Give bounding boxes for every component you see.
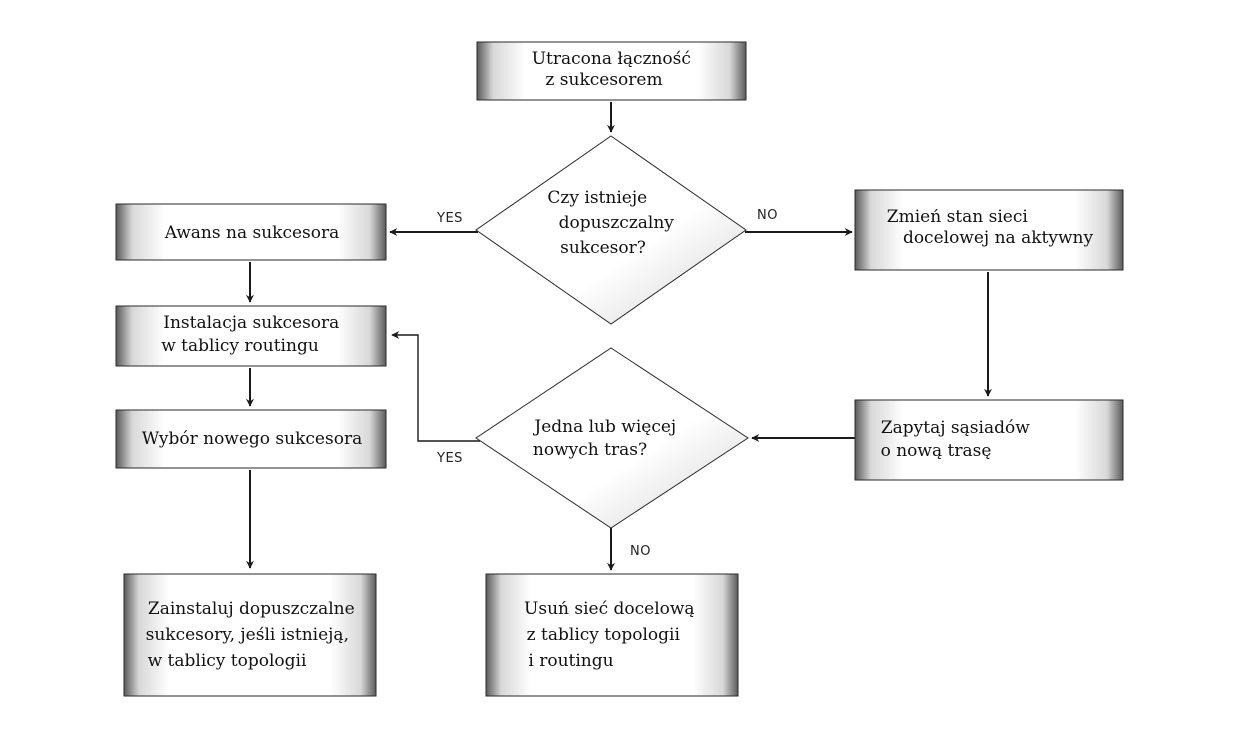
- node-text: Zmień stan sieci docelowej na aktywny: [887, 207, 1094, 248]
- node-remove-network: Usuń sieć docelową z tablicy topologii i…: [485, 573, 739, 697]
- node-text: Wybór nowego sukcesora: [142, 429, 362, 449]
- node-text: Utracona łączność z sukcesorem: [532, 49, 697, 90]
- edge-label-routes-yes: YES: [436, 451, 463, 466]
- node-text: Jedna lub więcej nowych tras?: [532, 417, 681, 460]
- box-shape: [485, 573, 739, 697]
- box-shape: [115, 305, 387, 367]
- connectors: [246, 102, 992, 571]
- edge-routes-yes: [391, 331, 480, 442]
- node-text: Usuń sieć docelową z tablicy topologii i…: [524, 599, 700, 671]
- node-line: Czy istnieje: [547, 188, 647, 208]
- node-set-active: Zmień stan sieci docelowej na aktywny: [854, 189, 1124, 271]
- node-line: Jedna lub więcej: [532, 417, 676, 437]
- node-line: i routingu: [528, 651, 613, 671]
- node-lost-connectivity: Utracona łączność z sukcesorem: [476, 41, 747, 101]
- node-install-routing: Instalacja sukcesora w tablicy routingu: [115, 305, 387, 367]
- diamond-shape: [475, 135, 747, 325]
- node-text: Czy istnieje dopuszczalny sukcesor?: [547, 188, 679, 258]
- diamond-shape: [475, 347, 749, 529]
- box-shape: [123, 573, 377, 697]
- node-line: w tablicy routingu: [161, 336, 319, 356]
- node-line: w tablicy topologii: [148, 651, 307, 671]
- node-install-topology: Zainstaluj dopuszczalne sukcesory, jeśli…: [123, 573, 377, 697]
- node-line: sukcesory, jeśli istnieją,: [146, 625, 349, 645]
- node-text: Zapytaj sąsiadów o nową trasę: [881, 418, 1036, 461]
- node-line: Wybór nowego sukcesora: [142, 429, 362, 449]
- node-line: sukcesor?: [560, 238, 646, 258]
- box-shape: [476, 41, 747, 101]
- node-query-neighbors: Zapytaj sąsiadów o nową trasę: [854, 399, 1124, 481]
- node-line: z sukcesorem: [545, 70, 662, 90]
- node-text: Zainstaluj dopuszczalne sukcesory, jeśli…: [146, 599, 360, 671]
- node-line: z tablicy topologii: [527, 625, 681, 645]
- node-line: docelowej na aktywny: [903, 228, 1094, 248]
- node-line: nowych tras?: [533, 440, 647, 460]
- node-text: Awans na sukcesora: [164, 223, 340, 243]
- node-line: Zapytaj sąsiadów: [881, 418, 1030, 438]
- edge-labels: YES NO YES NO: [436, 208, 778, 559]
- decision-new-routes: Jedna lub więcej nowych tras?: [475, 347, 749, 529]
- box-shape: [115, 409, 387, 469]
- box-shape: [854, 189, 1124, 271]
- edge-label-feasible-yes: YES: [436, 211, 463, 226]
- node-line: o nową trasę: [881, 441, 992, 461]
- node-line: Zainstaluj dopuszczalne: [148, 599, 355, 619]
- edge-label-feasible-no: NO: [757, 208, 778, 223]
- edge-label-routes-no: NO: [630, 544, 651, 559]
- box-shape: [854, 399, 1124, 481]
- node-line: dopuszczalny: [559, 213, 675, 233]
- node-line: Instalacja sukcesora: [163, 313, 339, 333]
- box-shape: [115, 203, 387, 261]
- node-select-successor: Wybór nowego sukcesora: [115, 409, 387, 469]
- node-text: Instalacja sukcesora w tablicy routingu: [161, 313, 345, 356]
- decision-feasible-successor: Czy istnieje dopuszczalny sukcesor?: [475, 135, 747, 325]
- node-line: Zmień stan sieci: [887, 207, 1029, 227]
- node-line: Utracona łączność: [532, 49, 691, 69]
- node-line: Usuń sieć docelową: [524, 599, 695, 619]
- node-promote-successor: Awans na sukcesora: [115, 203, 387, 261]
- node-line: Awans na sukcesora: [164, 223, 340, 243]
